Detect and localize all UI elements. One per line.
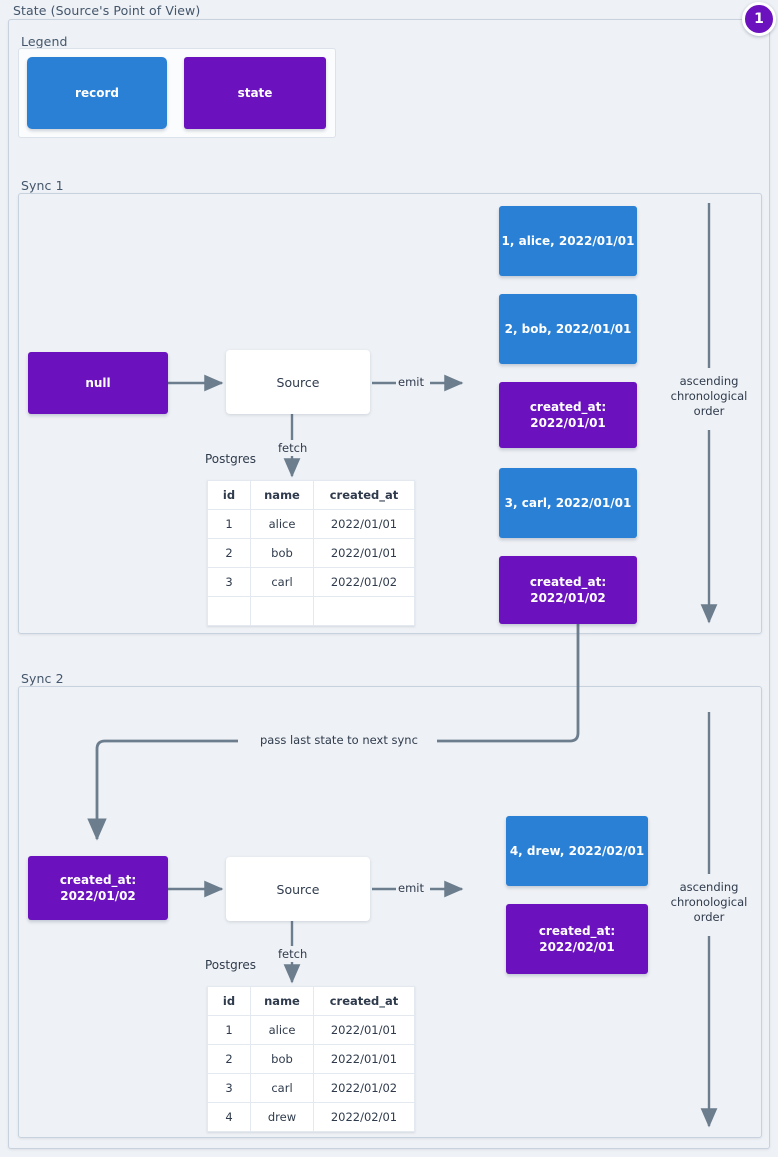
table-row: 3 carl 2022/01/02: [207, 567, 415, 597]
cell-id: 3: [207, 567, 251, 597]
cell-id: 2: [207, 1044, 251, 1074]
page-number-badge[interactable]: 1: [742, 2, 776, 36]
table-row: 2 bob 2022/01/01: [207, 538, 415, 568]
col-header-name: name: [250, 986, 314, 1016]
cell-id: 4: [207, 1102, 251, 1132]
sync1-emitted-block-2: 2, bob, 2022/01/01: [499, 294, 637, 364]
sync2-emitted-block-2-line1: created_at:: [538, 924, 616, 938]
col-header-id: id: [207, 986, 251, 1016]
cell-id: [207, 596, 251, 626]
legend-swatch-record-label: record: [75, 86, 119, 100]
cell-name: carl: [250, 567, 314, 597]
table-row-empty: [207, 596, 415, 626]
table-header-row: id name created_at: [207, 986, 415, 1016]
sync1-input-state-label: null: [85, 376, 111, 390]
cell-name: carl: [250, 1073, 314, 1103]
sync2-postgres-table: id name created_at 1 alice 2022/01/01 2 …: [207, 986, 415, 1132]
sync2-emitted-block-2-line2: 2022/02/01: [539, 940, 615, 954]
table-row: 2 bob 2022/01/01: [207, 1044, 415, 1074]
page-title: State (Source's Point of View): [13, 3, 201, 18]
sync2-fetch-label: fetch: [276, 947, 310, 961]
table-row: 1 alice 2022/01/01: [207, 1015, 415, 1045]
legend-swatch-state-label: state: [237, 86, 273, 100]
cell-created-at: [313, 596, 415, 626]
cell-created-at: 2022/01/02: [313, 1073, 415, 1103]
sync1-emitted-block-2-label: 2, bob, 2022/01/01: [504, 322, 632, 336]
sync1-emit-label: emit: [396, 375, 426, 389]
cell-created-at: 2022/01/01: [313, 1015, 415, 1045]
sync2-order-note: ascending chronological order: [670, 880, 748, 924]
table-row: 3 carl 2022/01/02: [207, 1073, 415, 1103]
sync1-emitted-block-5-line1: created_at:: [529, 575, 607, 589]
cell-id: 3: [207, 1073, 251, 1103]
cell-id: 1: [207, 1015, 251, 1045]
table-header-row: id name created_at: [207, 480, 415, 510]
cell-name: drew: [250, 1102, 314, 1132]
sync1-source-label: Source: [276, 374, 320, 390]
cell-created-at: 2022/01/01: [313, 509, 415, 539]
sync1-order-note: ascending chronological order: [670, 374, 748, 418]
table-row: 1 alice 2022/01/01: [207, 509, 415, 539]
sync2-emit-label: emit: [396, 881, 426, 895]
legend-swatch-record: record: [27, 57, 167, 129]
sync2-emitted-block-1-label: 4, drew, 2022/02/01: [509, 844, 645, 858]
sync1-fetch-label: fetch: [276, 441, 310, 455]
sync2-source-node: Source: [226, 857, 370, 921]
col-header-id: id: [207, 480, 251, 510]
sync1-emitted-block-5-line2: 2022/01/02: [530, 591, 606, 605]
sync-2-title: Sync 2: [21, 671, 64, 686]
sync2-source-label: Source: [276, 881, 320, 897]
cell-name: bob: [250, 538, 314, 568]
sync2-input-state-block: created_at: 2022/01/02: [28, 856, 168, 920]
sync2-emitted-block-1: 4, drew, 2022/02/01: [506, 816, 648, 886]
page-number-badge-label: 1: [754, 11, 764, 27]
sync2-input-state-line1: created_at:: [59, 873, 137, 887]
cell-name: [250, 596, 314, 626]
table-row: 4 drew 2022/02/01: [207, 1102, 415, 1132]
cell-name: alice: [250, 509, 314, 539]
legend-title: Legend: [21, 34, 68, 49]
pass-state-label: pass last state to next sync: [258, 733, 420, 747]
sync1-db-label: Postgres: [205, 452, 257, 466]
sync1-postgres-table: id name created_at 1 alice 2022/01/01 2 …: [207, 480, 415, 626]
cell-created-at: 2022/02/01: [313, 1102, 415, 1132]
sync1-emitted-block-4: 3, carl, 2022/01/01: [499, 468, 637, 538]
sync1-emitted-block-3-line1: created_at:: [529, 400, 607, 414]
cell-name: bob: [250, 1044, 314, 1074]
sync1-emitted-block-1-label: 1, alice, 2022/01/01: [501, 234, 635, 248]
sync1-emitted-block-4-label: 3, carl, 2022/01/01: [504, 496, 632, 510]
sync-1-title: Sync 1: [21, 178, 64, 193]
col-header-created-at: created_at: [313, 480, 415, 510]
col-header-name: name: [250, 480, 314, 510]
legend-swatch-state: state: [184, 57, 326, 129]
cell-created-at: 2022/01/01: [313, 1044, 415, 1074]
sync1-emitted-block-3-line2: 2022/01/01: [530, 416, 606, 430]
sync1-emitted-block-3: created_at: 2022/01/01: [499, 382, 637, 448]
col-header-created-at: created_at: [313, 986, 415, 1016]
sync1-source-node: Source: [226, 350, 370, 414]
cell-created-at: 2022/01/02: [313, 567, 415, 597]
cell-name: alice: [250, 1015, 314, 1045]
cell-id: 1: [207, 509, 251, 539]
sync2-emitted-block-2: created_at: 2022/02/01: [506, 904, 648, 974]
sync1-emitted-block-5: created_at: 2022/01/02: [499, 556, 637, 624]
sync1-input-state-block: null: [28, 352, 168, 414]
sync1-emitted-block-1: 1, alice, 2022/01/01: [499, 206, 637, 276]
sync2-input-state-line2: 2022/01/02: [60, 889, 136, 903]
sync2-db-label: Postgres: [205, 958, 257, 972]
cell-created-at: 2022/01/01: [313, 538, 415, 568]
cell-id: 2: [207, 538, 251, 568]
